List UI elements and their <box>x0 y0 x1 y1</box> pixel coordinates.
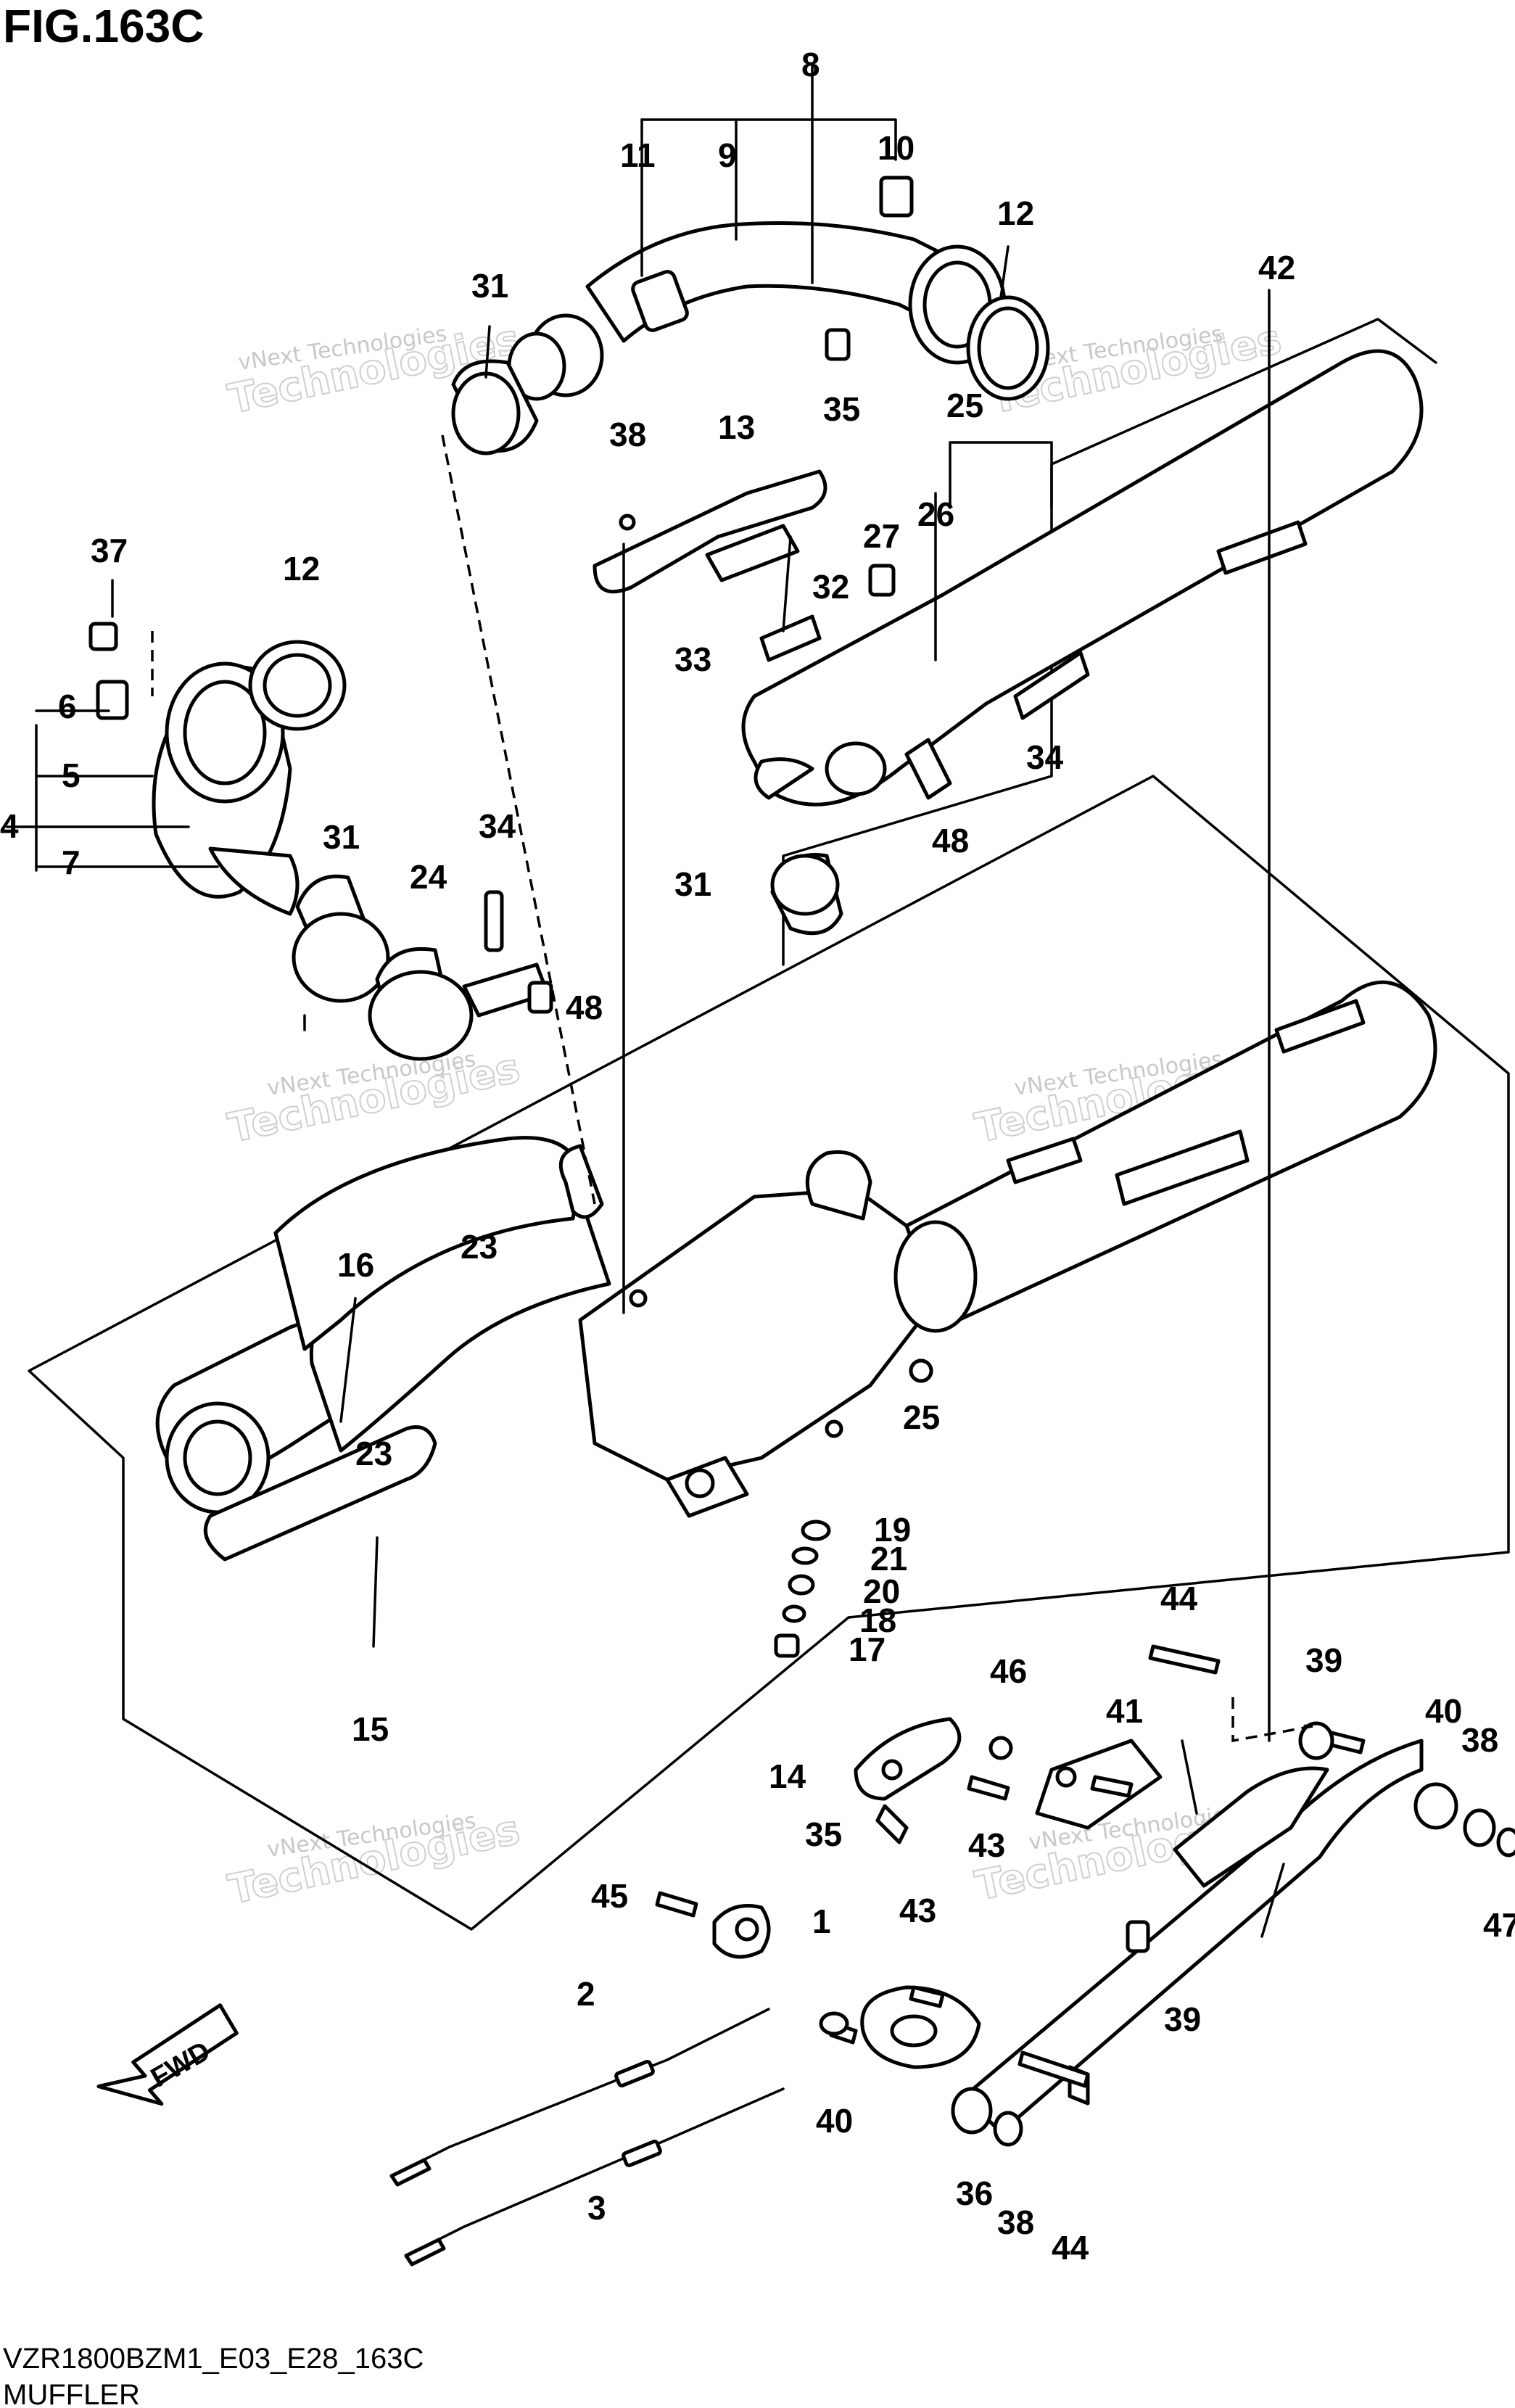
callout-label: 37 <box>91 532 128 569</box>
figure-caption: MUFFLER <box>3 2379 140 2408</box>
callout-labels: 1 8 9 10 11 12 31 42 35 25 38 13 26 27 3… <box>0 46 1515 2267</box>
callout-label: 38 <box>1461 1721 1498 1759</box>
throttle-cables <box>389 2008 785 2267</box>
callout-label: 20 <box>863 1572 900 1610</box>
callout-label: 9 <box>718 136 737 174</box>
callout-label: 24 <box>410 858 447 896</box>
callout-label: 31 <box>471 267 508 305</box>
fasteners <box>819 1644 1515 2147</box>
callout-label: 48 <box>566 989 603 1026</box>
callout-label: 3 <box>587 2189 606 2227</box>
callout-label: 18 <box>859 1601 896 1639</box>
callout-label: 32 <box>812 568 849 606</box>
callout-label: 35 <box>805 1815 842 1853</box>
callout-label: 42 <box>1258 249 1295 286</box>
callout-label: 38 <box>997 2203 1034 2241</box>
callout-label: 40 <box>816 2102 853 2140</box>
exhaust-pipe-connector <box>770 853 843 936</box>
exhaust-pipe-rear <box>507 176 1050 401</box>
callout-label: 47 <box>1483 1906 1515 1944</box>
watermark: vNext Technologies Technologies <box>223 1044 524 1153</box>
forward-direction-arrow: FWD <box>96 2003 239 2106</box>
callout-label: 25 <box>946 387 983 424</box>
callout-label: 34 <box>1026 738 1064 776</box>
muffler-assembly-boundary <box>28 775 1510 1931</box>
callout-label: 38 <box>609 416 646 453</box>
callout-label: 36 <box>956 2174 993 2212</box>
callout-label: 31 <box>674 865 711 903</box>
callout-label: 12 <box>283 550 320 587</box>
muffler-stay <box>860 1739 1424 2135</box>
callout-label: 1 <box>812 1902 831 1940</box>
callout-label: 16 <box>337 1246 374 1284</box>
callout-label: 23 <box>461 1228 498 1266</box>
watermark: vNext Technologies Technologies <box>223 1805 524 1914</box>
callout-label: 35 <box>823 390 860 428</box>
callout-label: 26 <box>917 495 954 533</box>
exhaust-valve-actuator <box>655 1891 771 1959</box>
exhaust-pipe-front <box>88 622 553 1061</box>
callout-label: 25 <box>903 1398 940 1436</box>
callout-label: 21 <box>870 1540 907 1578</box>
callout-label: 10 <box>878 129 915 167</box>
callout-label: 17 <box>849 1630 886 1668</box>
callout-label: 6 <box>58 688 77 725</box>
figure-title: FIG.163C <box>3 0 204 52</box>
callout-label: 46 <box>990 1652 1027 1690</box>
callout-label: 11 <box>620 136 656 174</box>
callout-label: 41 <box>1106 1692 1143 1730</box>
callout-label: 5 <box>62 756 81 794</box>
main-muffler <box>155 980 1437 1562</box>
callout-label: 31 <box>323 818 360 856</box>
callout-label: 19 <box>874 1511 911 1549</box>
muffler-heat-shield-clip <box>854 1717 962 1844</box>
callout-label: 15 <box>352 1710 389 1748</box>
callout-label: 8 <box>801 46 820 83</box>
callout-label: 27 <box>863 517 900 555</box>
callout-label: 39 <box>1305 1641 1342 1679</box>
rear-muffler <box>741 349 1424 807</box>
callout-label: 39 <box>1164 2000 1201 2038</box>
callout-label: 44 <box>1160 1580 1198 1617</box>
hardware-nuts-washers <box>774 1358 933 1658</box>
callout-label: 34 <box>479 807 516 845</box>
callout-label: 7 <box>62 844 81 881</box>
callout-label: 43 <box>899 1892 936 1929</box>
callout-label: 4 <box>0 807 19 845</box>
callout-label: 12 <box>997 194 1034 232</box>
callout-label: 45 <box>591 1877 628 1915</box>
callout-label: 40 <box>1425 1692 1462 1730</box>
drawing-code: VZR1800BZM1_E03_E28_163C <box>3 2343 424 2375</box>
callout-label: 23 <box>355 1435 392 1472</box>
callout-label: 33 <box>674 640 711 678</box>
heat-guard-bracket <box>593 469 896 662</box>
callout-label: 43 <box>968 1826 1005 1864</box>
callout-label: 44 <box>1052 2229 1089 2267</box>
leader-lines <box>6 64 1313 1938</box>
callout-label: 13 <box>718 408 755 446</box>
callout-label: 14 <box>769 1757 806 1795</box>
callout-label: 48 <box>932 822 969 859</box>
exhaust-pipe-connector <box>451 359 539 455</box>
callout-label: 2 <box>577 1975 595 2013</box>
